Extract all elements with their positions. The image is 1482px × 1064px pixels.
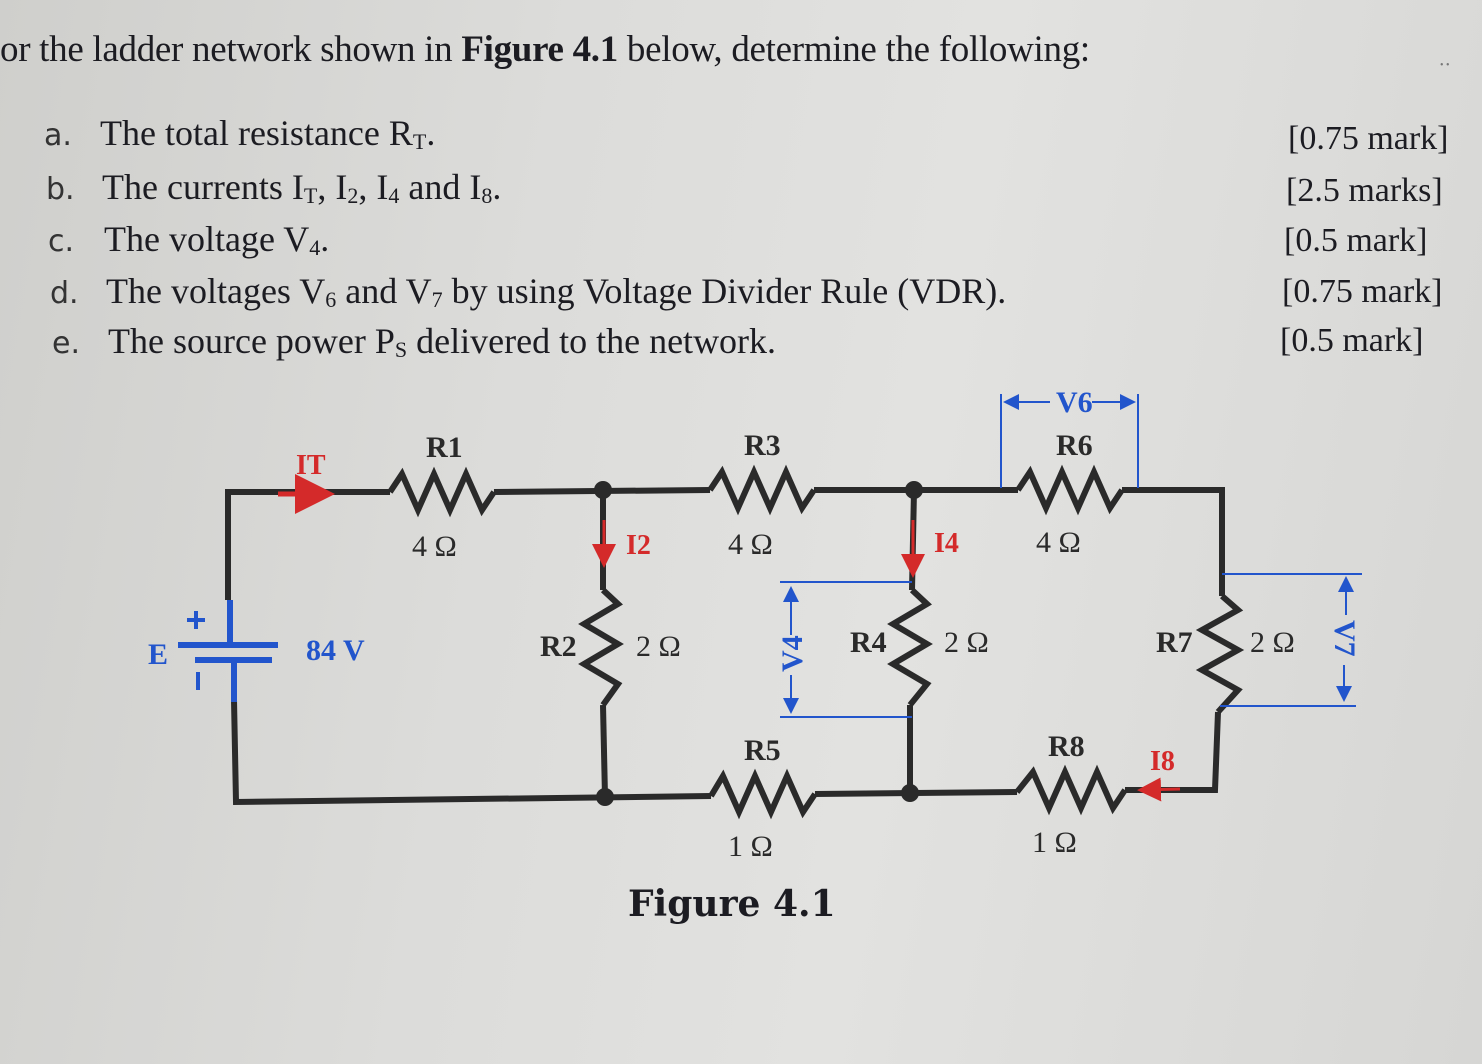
question-d: d.The voltages V6 and V7 by using Voltag… [50, 271, 1007, 312]
resistor-r8 [1014, 764, 1128, 816]
mark-e: [0.5 mark] [1280, 322, 1424, 359]
value-r5: 1 Ω [728, 830, 773, 863]
label-v7: V7 [1328, 620, 1361, 657]
label-v4: V4 [776, 635, 809, 672]
wire [600, 704, 608, 798]
label-r4: R4 [850, 626, 887, 659]
label-r2: R2 [540, 630, 577, 663]
resistor-r4 [887, 587, 933, 707]
label-i4: I4 [934, 528, 959, 559]
value-r7: 2 Ω [1250, 626, 1295, 659]
label-r6: R6 [1056, 429, 1093, 462]
question-c: c.The voltage V4. [48, 219, 330, 260]
value-r4: 2 Ω [944, 626, 989, 659]
label-source: E [148, 638, 168, 671]
resistor-r5 [708, 768, 818, 820]
mark-a: [0.75 mark] [1288, 120, 1449, 157]
question-b: b.The currents IT, I2, I4 and I8. [46, 167, 502, 208]
value-r2: 2 Ω [636, 630, 681, 663]
question-e: e.The source power PS delivered to the n… [52, 321, 777, 362]
resistor-r3 [707, 464, 817, 516]
mark-c: [0.5 mark] [1284, 222, 1428, 259]
wire [1122, 487, 1225, 596]
figure-caption: Figure 4.1 [628, 883, 836, 925]
wire-top [225, 489, 390, 600]
mark-b: [2.5 marks] [1286, 172, 1443, 209]
current-arrow-i8 [1137, 777, 1181, 802]
label-i2: I2 [626, 530, 651, 561]
battery-icon [178, 600, 278, 702]
label-r5: R5 [744, 734, 781, 767]
label-r3: R3 [744, 429, 781, 462]
wire-bottom [231, 699, 712, 806]
intro-text: or the ladder network shown in Figure 4.… [0, 29, 1090, 70]
node [594, 481, 612, 499]
mark-d: [0.75 mark] [1282, 273, 1443, 310]
value-source: 84 V [306, 634, 365, 667]
label-it: IT [296, 450, 326, 481]
node [905, 481, 923, 499]
label-r8: R8 [1048, 730, 1085, 763]
label-r1: R1 [426, 431, 463, 464]
value-r3: 4 Ω [728, 528, 773, 561]
node [901, 784, 919, 802]
label-r7: R7 [1156, 626, 1193, 659]
value-r1: 4 Ω [412, 530, 457, 563]
label-v6: V6 [1056, 386, 1093, 419]
resistor-r7 [1195, 593, 1245, 715]
value-r8: 1 Ω [1032, 826, 1077, 859]
question-a: a.The total resistance RT. [44, 113, 436, 154]
resistor-r6 [1015, 464, 1125, 516]
resistor-r1 [387, 466, 497, 518]
node [596, 788, 614, 806]
resistor-r2 [578, 587, 624, 707]
label-i8: I8 [1150, 746, 1175, 777]
decorative-dots: • • [1440, 60, 1450, 71]
value-r6: 4 Ω [1036, 526, 1081, 559]
